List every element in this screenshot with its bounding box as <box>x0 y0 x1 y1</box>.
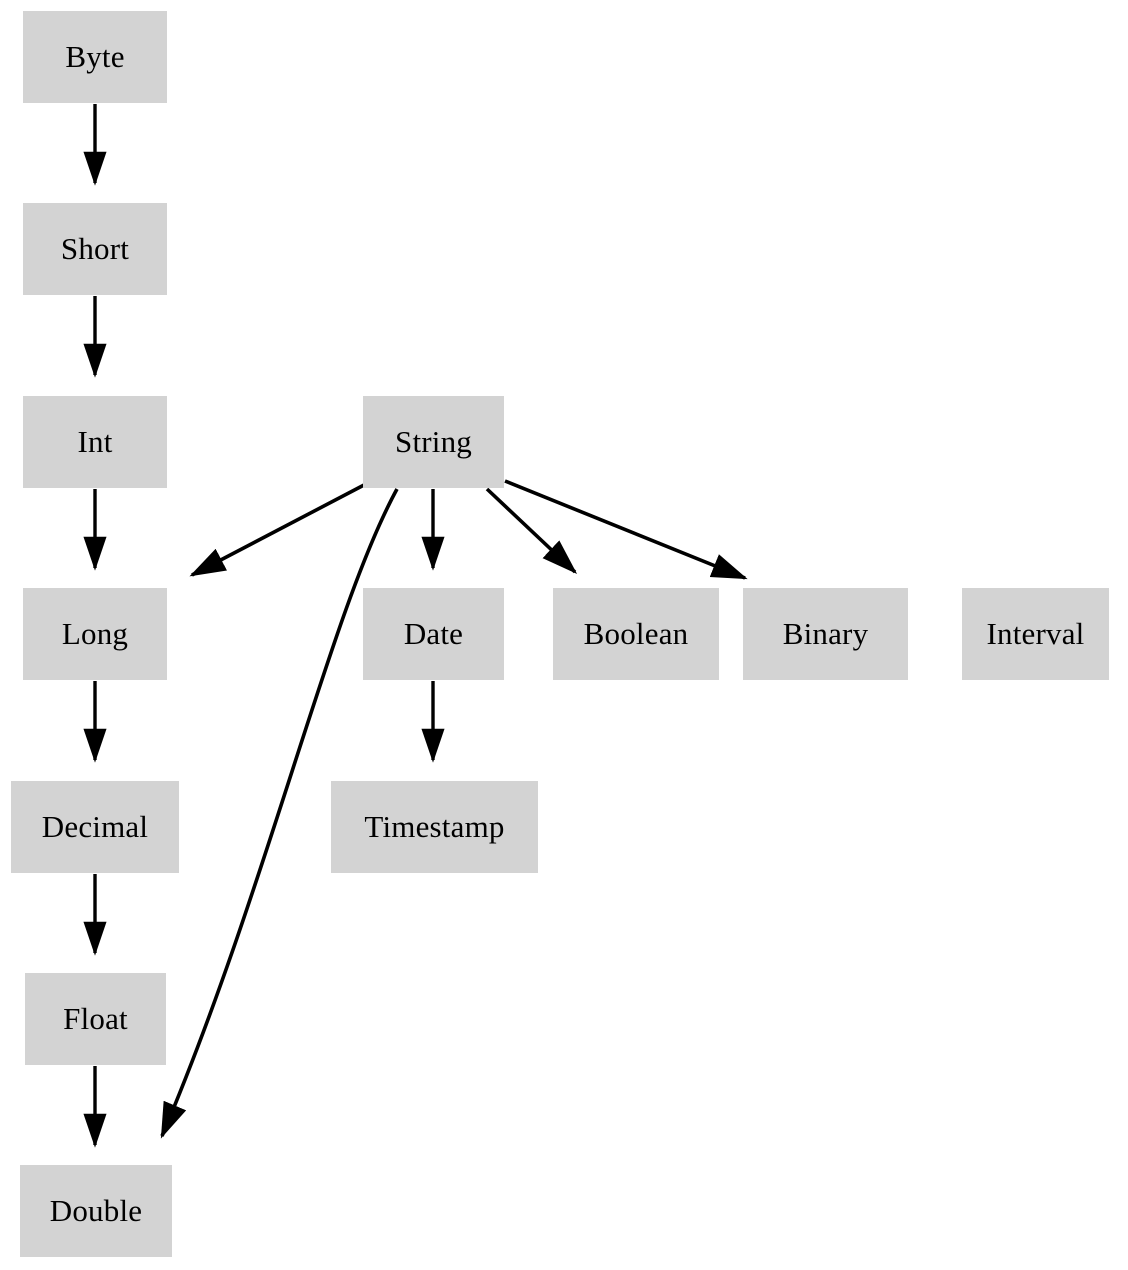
node-date-label: Date <box>403 615 464 651</box>
node-timestamp-label: Timestamp <box>364 808 505 844</box>
node-float[interactable]: Float <box>25 973 166 1065</box>
node-int[interactable]: Int <box>23 396 167 488</box>
node-binary-label: Binary <box>782 615 869 651</box>
node-long[interactable]: Long <box>23 588 167 680</box>
node-boolean[interactable]: Boolean <box>553 588 719 680</box>
node-timestamp[interactable]: Timestamp <box>331 781 538 873</box>
node-binary[interactable]: Binary <box>743 588 908 680</box>
node-short[interactable]: Short <box>23 203 167 295</box>
node-double-label: Double <box>49 1192 143 1228</box>
node-byte-label: Byte <box>65 38 125 74</box>
node-decimal[interactable]: Decimal <box>11 781 179 873</box>
node-byte[interactable]: Byte <box>23 11 167 103</box>
edge-string-binary <box>504 479 748 580</box>
node-string[interactable]: String <box>363 396 504 488</box>
node-interval-label: Interval <box>986 615 1085 651</box>
node-string-label: String <box>395 423 472 459</box>
node-boolean-label: Boolean <box>583 615 689 651</box>
edge-string-long <box>189 483 365 577</box>
node-short-label: Short <box>60 230 130 266</box>
edge-string-boolean <box>485 487 578 574</box>
node-float-label: Float <box>63 1000 128 1036</box>
node-double[interactable]: Double <box>20 1165 172 1257</box>
node-int-label: Int <box>77 423 113 459</box>
node-interval[interactable]: Interval <box>962 588 1109 680</box>
node-date[interactable]: Date <box>363 588 504 680</box>
node-long-label: Long <box>61 615 129 651</box>
node-decimal-label: Decimal <box>41 808 149 844</box>
